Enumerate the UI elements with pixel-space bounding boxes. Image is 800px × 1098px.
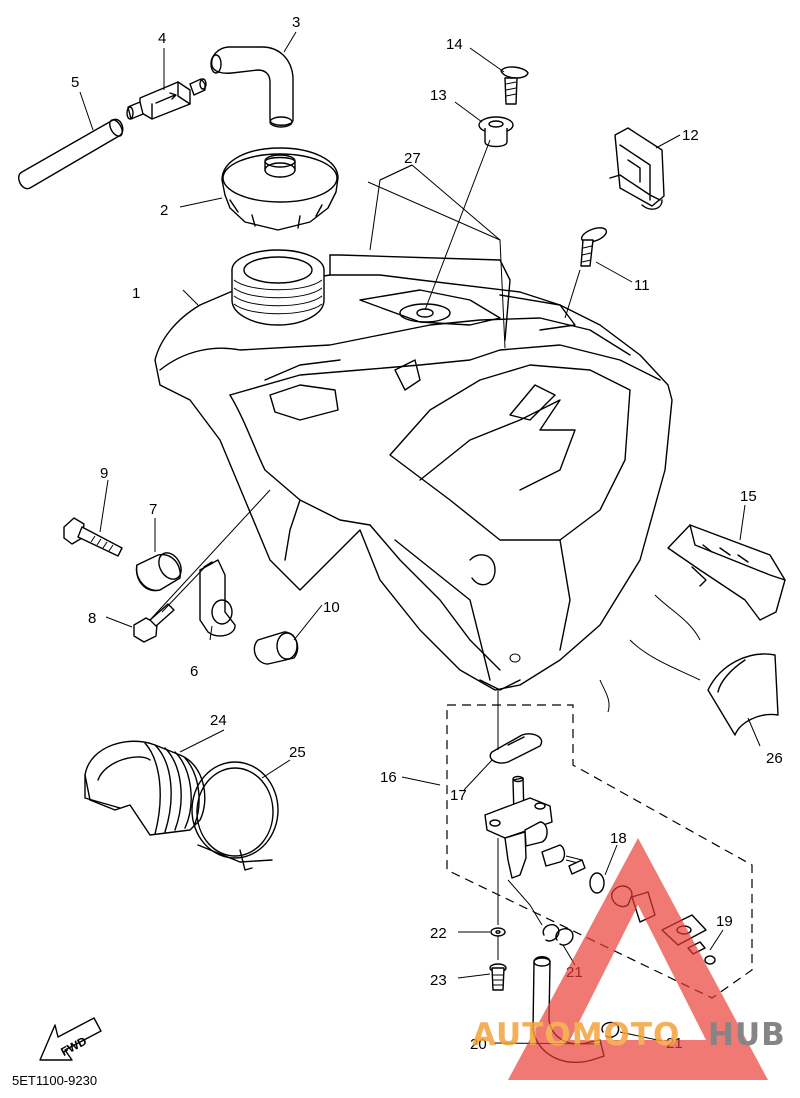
callout-13: 13 <box>430 87 447 104</box>
callout-4: 4 <box>158 30 166 47</box>
callout-20: 20 <box>470 1036 487 1053</box>
watermark-logo: AUTOMOTO HUB <box>472 838 786 1080</box>
callout-24: 24 <box>210 712 227 729</box>
fuel-cock-16 <box>484 775 586 879</box>
callout-2: 2 <box>160 202 168 219</box>
callout-14: 14 <box>446 36 463 53</box>
filler-neck <box>231 249 325 326</box>
callout-27: 27 <box>404 150 421 167</box>
washer-22 <box>490 927 506 937</box>
callout-22: 22 <box>430 925 447 942</box>
bolt-8 <box>133 603 175 643</box>
grommet-13 <box>478 116 514 148</box>
callout-1: 1 <box>132 285 140 302</box>
callout-18: 18 <box>610 830 627 847</box>
clamp-25 <box>191 761 279 871</box>
fuel-cap <box>221 147 339 231</box>
check-valve <box>126 78 207 120</box>
screw-14 <box>500 66 529 105</box>
callout-12: 12 <box>682 127 699 144</box>
breather-hose-straight <box>18 118 124 190</box>
o-ring-18 <box>589 872 605 894</box>
callout-19: 19 <box>716 913 733 930</box>
cover-15 <box>667 524 786 621</box>
callout-7: 7 <box>149 501 157 518</box>
gasket-17 <box>489 733 543 764</box>
callout-15: 15 <box>740 488 757 505</box>
callout-17: 17 <box>450 787 467 804</box>
screw-11 <box>580 227 608 267</box>
screw-23 <box>489 963 507 991</box>
clip-12 <box>609 127 665 210</box>
callout-8: 8 <box>88 610 96 627</box>
diagram-code: 5ET1100-9230 <box>12 1073 97 1088</box>
band-26 <box>599 594 779 736</box>
fwd-arrow-icon <box>39 1017 102 1061</box>
callout-6: 6 <box>190 663 198 680</box>
callout-3: 3 <box>292 14 300 31</box>
callout-26: 26 <box>766 750 783 767</box>
breather-hose-bent <box>210 46 294 128</box>
callout-16: 16 <box>380 769 397 786</box>
bracket-6 <box>199 559 236 637</box>
callout-9: 9 <box>100 465 108 482</box>
callout-10: 10 <box>323 599 340 616</box>
collar-7 <box>135 552 182 592</box>
watermark-text-hub: HUB <box>708 1017 786 1053</box>
callout-11: 11 <box>634 277 650 294</box>
collar-10 <box>253 631 299 665</box>
duct-24 <box>84 740 206 836</box>
callout-5: 5 <box>71 74 79 91</box>
callout-23: 23 <box>430 972 447 989</box>
bolt-9 <box>63 517 123 557</box>
assembly-outline-16 <box>446 704 753 999</box>
watermark-text-automoto: AUTOMOTO <box>472 1017 680 1053</box>
callout-25: 25 <box>289 744 306 761</box>
leader-lines <box>79 31 761 1045</box>
clips-21 <box>542 924 620 1038</box>
fuel-tank <box>154 254 673 691</box>
